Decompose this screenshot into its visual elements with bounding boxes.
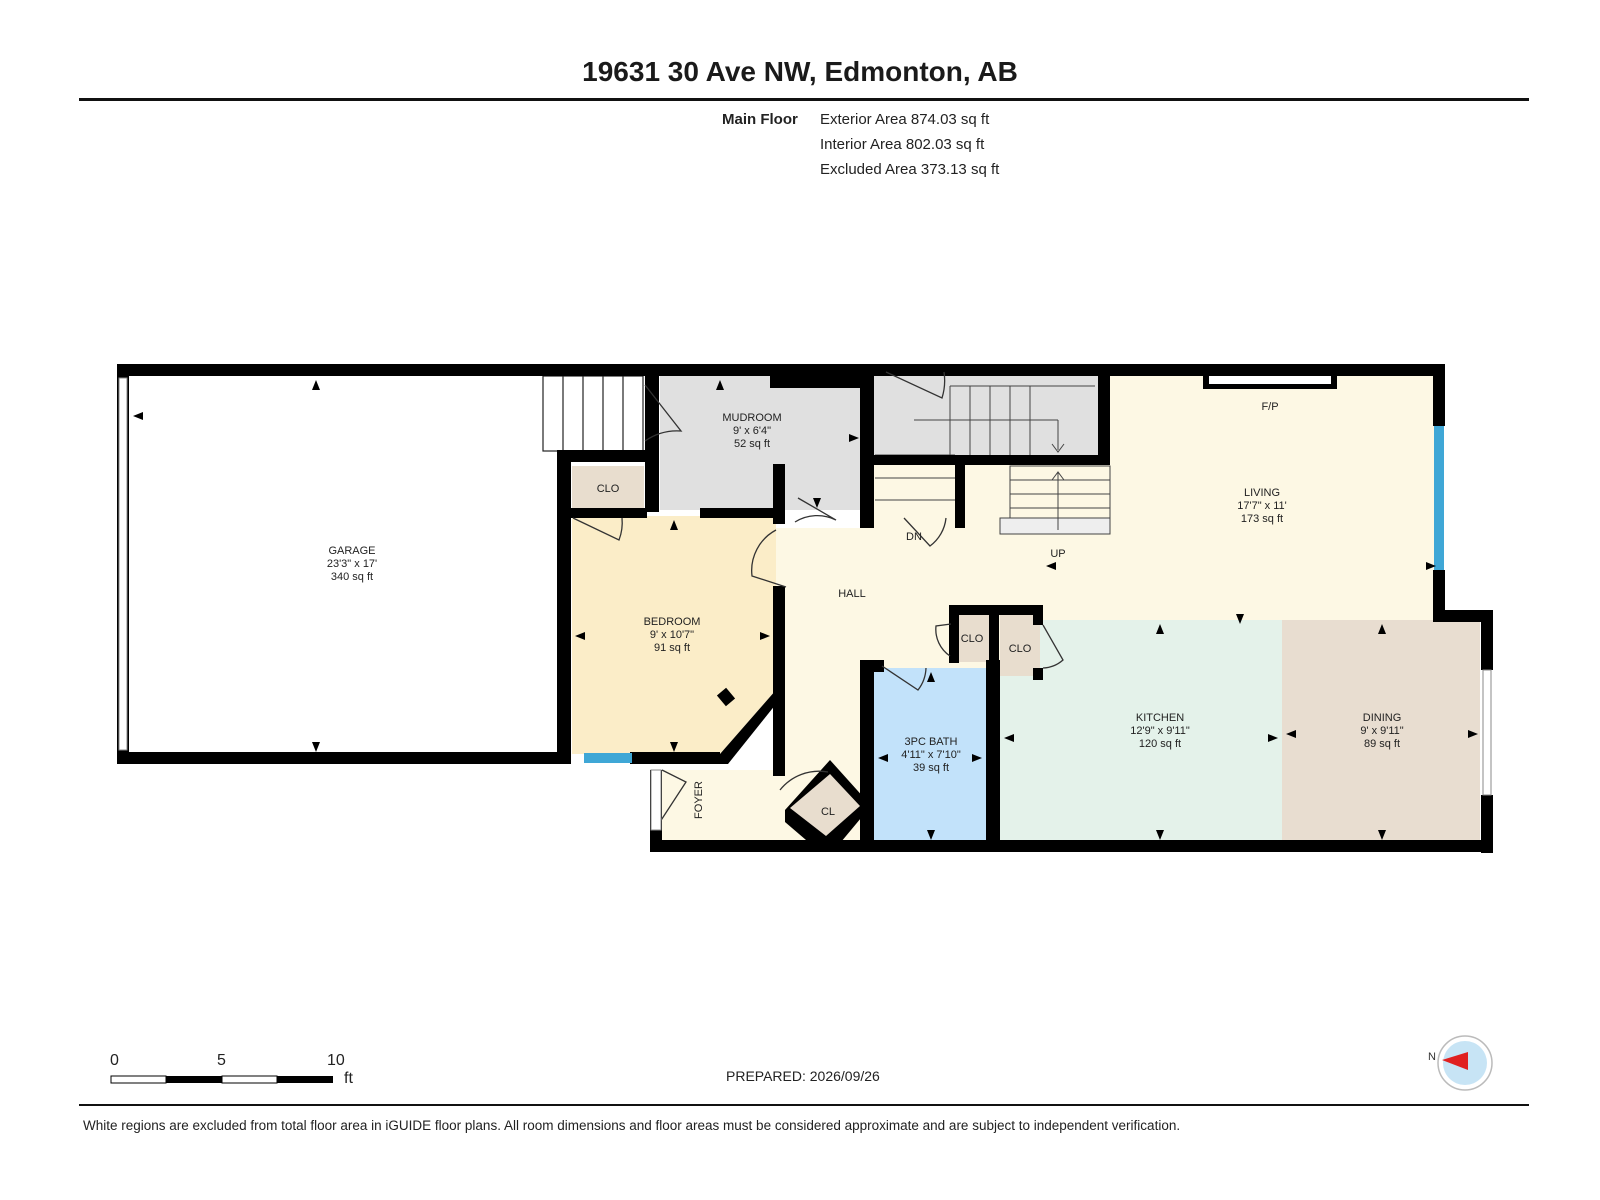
kitchen-area — [1000, 620, 1282, 842]
scale-unit: ft — [344, 1070, 353, 1087]
stairs-up-label: UP — [1050, 548, 1065, 560]
walls — [117, 364, 1493, 853]
hall-closet-b-label: CLO — [1009, 643, 1032, 655]
dining-name: DINING — [1363, 712, 1402, 724]
bedroom-closet-label: CLO — [597, 483, 620, 495]
hall-closet-a-area — [955, 614, 989, 662]
scale-bar — [110, 1075, 333, 1084]
living-name: LIVING — [1244, 487, 1280, 499]
fireplace — [1209, 376, 1331, 384]
scale-mark-5: 5 — [217, 1052, 226, 1069]
front-door — [650, 769, 662, 831]
scale-mark-0: 0 — [110, 1052, 119, 1069]
north-compass: N — [1428, 1035, 1493, 1091]
hall-closet-a-label: CLO — [961, 633, 984, 645]
foyer-label: FOYER — [693, 781, 705, 819]
coat-closet-label: CL — [821, 806, 835, 818]
mudroom-area — [660, 372, 860, 510]
coat-closet-inner — [790, 774, 860, 836]
bath-dims: 4'11" x 7'10" — [901, 749, 961, 761]
hall-label: HALL — [838, 588, 866, 600]
disclaimer: White regions are excluded from total fl… — [83, 1118, 1181, 1133]
garage-dims: 23'3" x 17' — [327, 558, 377, 570]
dimension-arrows — [133, 380, 1478, 840]
garage-name: GARAGE — [328, 545, 375, 557]
door-swings — [572, 371, 1064, 829]
living-dims: 17'7" x 11' — [1237, 500, 1287, 512]
interior-area: Interior Area 802.03 sq ft — [820, 136, 985, 153]
mudroom-dims: 9' x 6'4" — [733, 425, 771, 437]
mudroom-name: MUDROOM — [722, 412, 781, 424]
bedroom-dims: 9' x 10'7" — [650, 629, 694, 641]
main-stairs — [875, 385, 1095, 501]
stairs-down-label: DN — [906, 531, 922, 543]
bath-area — [874, 668, 986, 842]
fireplace-label: F/P — [1261, 401, 1278, 413]
prepared-date: PREPARED: 2026/09/26 — [726, 1068, 880, 1084]
garage-stairs — [542, 375, 644, 452]
living-area: 173 sq ft — [1241, 513, 1283, 525]
up-stairs — [999, 465, 1111, 535]
footer-rule — [79, 1104, 1529, 1106]
compass-north-label: N — [1428, 1051, 1436, 1063]
windows — [118, 377, 1492, 796]
bedroom-area: 91 sq ft — [654, 642, 690, 654]
page-title: 19631 30 Ave NW, Edmonton, AB — [582, 56, 1018, 87]
kitchen-dims: 12'9" x 9'11" — [1130, 725, 1190, 737]
stair-area — [872, 372, 1102, 462]
bedroom-name: BEDROOM — [644, 616, 701, 628]
bath-name: 3PC BATH — [905, 736, 958, 748]
floor-name: Main Floor — [722, 111, 798, 128]
bath-area: 39 sq ft — [913, 762, 949, 774]
kitchen-area: 120 sq ft — [1139, 738, 1181, 750]
kitchen-name: KITCHEN — [1136, 712, 1184, 724]
exterior-area: Exterior Area 874.03 sq ft — [820, 111, 990, 128]
header-rule — [79, 98, 1529, 101]
bedroom-closet-area — [572, 466, 644, 510]
garage-area: 340 sq ft — [331, 571, 373, 583]
scale-mark-10: 10 — [327, 1052, 345, 1069]
dining-dims: 9' x 9'11" — [1360, 725, 1403, 737]
dining-area: 89 sq ft — [1364, 738, 1400, 750]
mudroom-area: 52 sq ft — [734, 438, 770, 450]
excluded-area: Excluded Area 373.13 sq ft — [820, 161, 1000, 178]
dining-area — [1282, 620, 1480, 842]
